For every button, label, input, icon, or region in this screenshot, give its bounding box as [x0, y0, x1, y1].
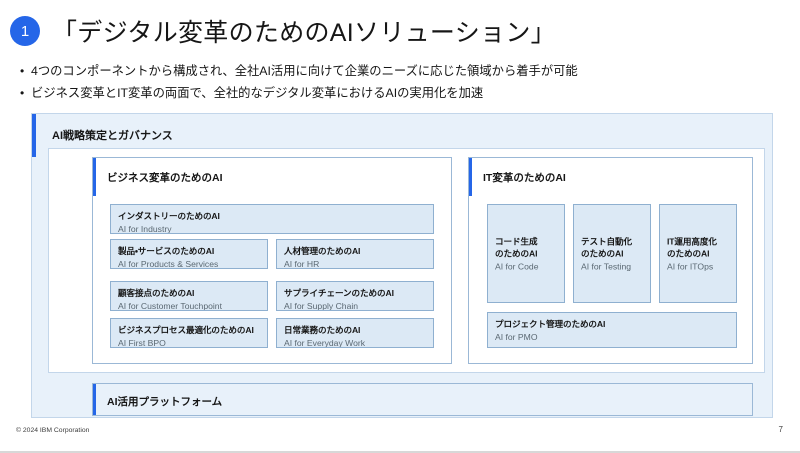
card-title-en: AI for Everyday Work	[284, 338, 366, 348]
it-accent-bar	[469, 158, 472, 196]
card-ai-for-products-services[interactable]: 製品・サービスのためのAI AI for Products & Services	[110, 239, 268, 269]
platform-accent-bar	[93, 384, 96, 415]
card-ai-for-customer-touchpoint[interactable]: 顧客接点のためのAI AI for Customer Touchpoint	[110, 281, 268, 311]
bullet-dot-icon: •	[20, 64, 25, 78]
card-title-jp-line1: テスト自動化	[581, 235, 632, 246]
ai-platform-bar: AI活用プラットフォーム	[92, 383, 753, 416]
page-number: 7	[778, 425, 783, 434]
slide-number-badge: 1	[10, 16, 40, 46]
card-title-jp-line2: のためのAI	[667, 247, 710, 258]
card-title-en: AI for Products & Services	[118, 259, 219, 269]
card-title-jp: 顧客接点のためのAI	[118, 288, 195, 298]
bullet-item: • ビジネス変革とIT変革の両面で、全社的なデジタル変革におけるAIの実用化を加…	[20, 84, 780, 103]
page-title: 「デジタル変革のためのAIソリューション」	[52, 19, 556, 47]
card-title-en: AI for ITOps	[667, 260, 714, 271]
card-title-en: AI for Testing	[581, 260, 631, 271]
card-ai-for-pmo[interactable]: プロジェクト管理のためのAI AI for PMO	[487, 312, 737, 348]
card-ai-for-code[interactable]: コード生成 のためのAI AI for Code	[487, 204, 565, 303]
card-title-en: AI for Supply Chain	[284, 301, 359, 311]
copyright-footer: © 2024 IBM Corporation	[16, 427, 90, 434]
card-title-jp-line1: IT運用高度化	[667, 235, 717, 246]
card-title-en: AI for Industry	[118, 224, 172, 234]
card-title-jp: サプライチェーンのためのAI	[284, 288, 394, 298]
card-title-jp: ビジネスプロセス最適化のためのAI	[118, 325, 254, 335]
slide-header: 1 「デジタル変革のためのAIソリューション」	[10, 13, 556, 49]
card-title-jp-line2: のためのAI	[581, 247, 624, 258]
card-title-jp-line2: のためのAI	[495, 247, 538, 258]
card-title-en: AI for PMO	[495, 332, 538, 342]
card-ai-for-itops[interactable]: IT運用高度化 のためのAI AI for ITOps	[659, 204, 737, 303]
it-section-title: IT変革のためのAI	[483, 172, 566, 184]
card-title-en: AI for Code	[495, 260, 539, 271]
bullet-dot-icon: •	[20, 86, 25, 100]
card-title-jp: 日常業務のためのAI	[284, 325, 361, 335]
card-title-jp: 人材管理のためのAI	[284, 246, 361, 256]
card-title-jp: プロジェクト管理のためのAI	[495, 319, 606, 329]
card-ai-for-hr[interactable]: 人材管理のためのAI AI for HR	[276, 239, 434, 269]
card-title-jp: 製品・サービスのためのAI	[118, 246, 215, 256]
card-title-jp: インダストリーのためのAI	[118, 211, 220, 221]
card-ai-for-supply-chain[interactable]: サプライチェーンのためのAI AI for Supply Chain	[276, 281, 434, 311]
card-ai-for-industry[interactable]: インダストリーのためのAI AI for Industry	[110, 204, 434, 234]
governance-accent-bar	[32, 114, 36, 157]
business-section-title: ビジネス変革のためのAI	[107, 172, 223, 184]
card-ai-for-testing[interactable]: テスト自動化 のためのAI AI for Testing	[573, 204, 651, 303]
card-title-en: AI for Customer Touchpoint	[118, 301, 222, 311]
business-accent-bar	[93, 158, 96, 196]
card-title-en: AI First BPO	[118, 338, 166, 348]
card-title-en: AI for HR	[284, 259, 320, 269]
card-title-jp-line1: コード生成	[495, 235, 538, 246]
bullet-text: 4つのコンポーネントから構成され、全社AI活用に向けて企業のニーズに応じた領域か…	[31, 64, 578, 78]
card-ai-for-everyday-work[interactable]: 日常業務のためのAI AI for Everyday Work	[276, 318, 434, 348]
bullet-list: • 4つのコンポーネントから構成され、全社AI活用に向けて企業のニーズに応じた領…	[20, 62, 780, 106]
platform-title: AI活用プラットフォーム	[107, 396, 223, 408]
bullet-text: ビジネス変革とIT変革の両面で、全社的なデジタル変革におけるAIの実用化を加速	[31, 86, 484, 100]
governance-title: AI戦略策定とガバナンス	[52, 130, 173, 142]
card-ai-first-bpo[interactable]: ビジネスプロセス最適化のためのAI AI First BPO	[110, 318, 268, 348]
bullet-item: • 4つのコンポーネントから構成され、全社AI活用に向けて企業のニーズに応じた領…	[20, 62, 780, 81]
